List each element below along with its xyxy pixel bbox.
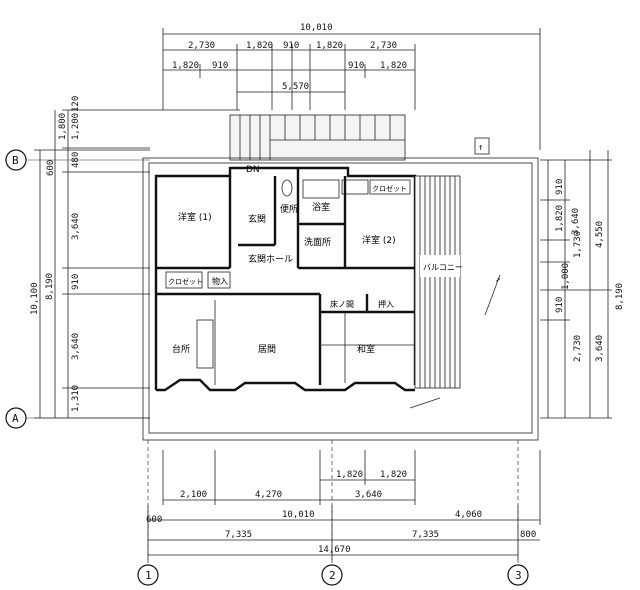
room-ima: 居間 xyxy=(258,344,276,355)
dim-top-r3-2: 910 xyxy=(212,61,228,71)
left-dimensions: 10,100 8,190 1,800 480 1,200 120 600 3,6… xyxy=(30,96,240,419)
room-genkan-hall: 玄関ホール xyxy=(248,253,293,265)
dim-top-r2-4: 1,820 xyxy=(316,41,343,51)
dim-right-c2-1: 3,640 xyxy=(571,208,581,235)
grid-bubble-1: 1 xyxy=(145,569,152,582)
dim-right-c3-2: 3,640 xyxy=(595,335,605,362)
dim-top-r3-4: 1,820 xyxy=(380,61,407,71)
right-dimensions: 910 1,820 910 3,640 1,730 1,000 2,730 4,… xyxy=(540,150,625,419)
room-tokonoma: 床ノ間 xyxy=(330,299,354,309)
dim-left-seg8: 3,640 xyxy=(71,333,81,360)
grid-bubble-3: 3 xyxy=(515,569,522,582)
room-oshiire-left: 物入 xyxy=(212,276,228,286)
grid-bubbles-row: B A xyxy=(5,149,150,429)
room-closet-left: クロゼット xyxy=(168,277,203,286)
dim-right-c2-4: 2,730 xyxy=(573,335,583,362)
dim-top-total: 10,010 xyxy=(300,23,333,33)
dim-bottom-r4-1: 7,335 xyxy=(225,530,252,540)
stair-arrow-icon: ↑ xyxy=(478,143,483,153)
room-genkan: 玄関 xyxy=(248,213,266,225)
dim-right-c1-3: 910 xyxy=(555,297,565,313)
dim-bottom-r3-3: 4,060 xyxy=(455,510,482,520)
room-washitsu: 和室 xyxy=(357,343,375,355)
room-balcony: バルコニー xyxy=(423,263,463,272)
dim-bottom-r4-2: 7,335 xyxy=(412,530,439,540)
dim-bottom-r5: 14,670 xyxy=(318,545,351,555)
grid-bubble-a: A xyxy=(12,412,19,425)
house-walls xyxy=(154,166,417,392)
dim-top-r4: 5,570 xyxy=(282,82,309,92)
room-yokushitsu: 浴室 xyxy=(312,201,330,213)
staircase: ↑ DN xyxy=(229,114,490,175)
dim-top-r3-3: 910 xyxy=(348,61,364,71)
room-oshiire-right: 押入 xyxy=(378,299,394,309)
dim-top-r2-5: 2,730 xyxy=(370,41,397,51)
dim-left-seg3: 1,200 xyxy=(71,113,81,140)
room-youshitsu-1: 洋室 (1) xyxy=(178,211,212,223)
dim-top-r2-1: 2,730 xyxy=(188,41,215,51)
dim-top-r3-1: 1,820 xyxy=(172,61,199,71)
dim-bottom-r2-3: 3,640 xyxy=(355,490,382,500)
room-youshitsu-2: 洋室 (2) xyxy=(362,234,396,246)
dim-bottom-r1-1: 1,820 xyxy=(336,470,363,480)
dim-bottom-r1-2: 1,820 xyxy=(380,470,407,480)
dim-right-c3-1: 4,550 xyxy=(595,221,605,248)
dim-right-c1-1: 910 xyxy=(555,179,565,195)
dim-right-c2-2: 1,730 xyxy=(573,231,583,258)
dim-bottom-r4-3: 800 xyxy=(520,530,536,540)
slope-arrow-icon: ↗ xyxy=(495,275,500,285)
room-datsui: 洗面所 xyxy=(304,236,331,248)
room-labels: 洋室 (1) 玄関 便所 浴室 洗面所 クロゼット 洋室 (2) 玄関ホール ク… xyxy=(168,184,463,355)
grid-bubbles-col: 1 2 3 xyxy=(137,440,529,586)
dim-bottom-r3-2: 10,010 xyxy=(282,510,315,520)
dim-left-seg4: 120 xyxy=(71,96,81,112)
room-closet-top: クロゼット xyxy=(372,184,407,193)
top-dimensions: 10,010 2,730 1,820 910 1,820 2,730 1,820… xyxy=(162,23,541,150)
dim-bottom-r3-1: 600 xyxy=(146,515,162,525)
dim-left-outer: 10,100 xyxy=(30,282,40,315)
room-daidokoro: 台所 xyxy=(172,343,190,355)
dim-left-seg1: 1,800 xyxy=(58,113,68,140)
dim-top-r2-2: 1,820 xyxy=(246,41,273,51)
dim-top-r2-3: 910 xyxy=(283,41,299,51)
room-senmen: 便所 xyxy=(280,203,298,215)
bottom-dimensions: 1,820 1,820 2,100 4,270 3,640 600 10,010… xyxy=(146,450,541,560)
dim-right-c4: 8,190 xyxy=(615,283,625,310)
dim-bottom-r2-1: 2,100 xyxy=(180,490,207,500)
dim-left-inner: 8,190 xyxy=(45,273,55,300)
dim-left-seg7: 910 xyxy=(71,274,81,290)
dim-right-c2-3: 1,000 xyxy=(561,263,571,290)
outer-boundary xyxy=(142,157,539,441)
dim-left-seg6: 3,640 xyxy=(71,213,81,240)
dim-left-seg9: 1,310 xyxy=(71,385,81,412)
label-dn: DN xyxy=(246,165,260,175)
grid-bubble-2: 2 xyxy=(329,569,336,582)
dim-right-c1-2: 1,820 xyxy=(555,205,565,232)
dim-bottom-r2-2: 4,270 xyxy=(255,490,282,500)
dim-left-seg5: 600 xyxy=(46,160,56,176)
balcony: ↗ xyxy=(409,175,500,409)
grid-bubble-b: B xyxy=(12,154,19,167)
